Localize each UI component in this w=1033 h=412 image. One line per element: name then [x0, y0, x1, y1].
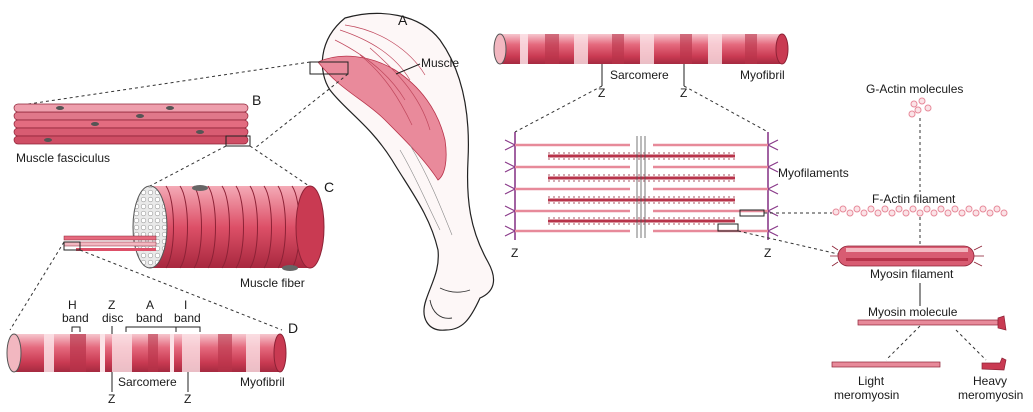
sarcomere-label-top: Sarcomere — [610, 68, 669, 82]
f-actin-label: F-Actin filament — [872, 192, 956, 206]
connector-b-c-right — [250, 146, 318, 192]
muscle-fiber-cylinder — [64, 185, 324, 271]
panel-letter-d: D — [288, 320, 298, 336]
muscle-fasciculus-label: Muscle fasciculus — [16, 151, 110, 165]
panel-letter-a: A — [398, 12, 408, 28]
fasciculus-bundle — [14, 104, 250, 146]
connector-myosin — [738, 231, 838, 254]
connector-heavy-meromyosin — [956, 330, 986, 360]
myosin-molecule-label: Myosin molecule — [868, 305, 958, 319]
g-actin-molecules — [909, 98, 931, 117]
myosin-filament-label: Myosin filament — [870, 267, 954, 281]
myosin-filament — [830, 246, 984, 266]
myofibril-label-d: Myofibril — [240, 375, 285, 389]
a-band-bracket — [126, 327, 176, 332]
connector-b-c-left — [150, 146, 226, 186]
connector-light-meromyosin — [886, 326, 920, 360]
extracted-myofibrils — [64, 236, 156, 251]
sarcomere-label-d: Sarcomere — [118, 375, 177, 389]
z-label-sarcomere-right: Z — [764, 246, 771, 260]
i-band-label-line2: band — [174, 311, 201, 325]
z-label-d-left: Z — [108, 392, 115, 406]
z-label-top-left: Z — [598, 86, 605, 100]
connector-a-b-top — [22, 62, 310, 105]
i-band-label-line1: I — [184, 298, 187, 312]
connector-c-d-left — [10, 242, 64, 330]
light-meromyosin-shape — [832, 362, 940, 367]
h-band-label-line2: band — [62, 311, 89, 325]
z-label-d-right: Z — [184, 392, 191, 406]
muscle-label: Muscle — [421, 56, 459, 70]
panel-letter-b: B — [252, 92, 261, 108]
light-meromyosin-label-line2: meromyosin — [834, 388, 899, 402]
light-meromyosin-label-line1: Light — [858, 374, 885, 388]
z-label-top-right: Z — [680, 86, 687, 100]
connector-sarcomere-right — [684, 86, 768, 132]
g-actin-label: G-Actin molecules — [866, 82, 963, 96]
connector-sarcomere-left — [515, 86, 602, 132]
a-band-label-line2: band — [136, 311, 163, 325]
myofibril-label-top: Myofibril — [740, 68, 785, 82]
i-band-bracket — [176, 327, 200, 332]
z-disc-label-line2: disc — [102, 311, 123, 325]
h-band-label-line1: H — [68, 298, 77, 312]
heavy-meromyosin-label-line1: Heavy — [973, 374, 1007, 388]
myofibril-bottom — [7, 334, 286, 372]
sarcomere-myofilaments — [505, 132, 778, 240]
h-band-bracket — [72, 327, 80, 332]
arm-illustration — [310, 13, 494, 330]
myofilaments-label: Myofilaments — [778, 166, 849, 180]
muscle-fiber-label: Muscle fiber — [240, 276, 305, 290]
a-band-label-line1: A — [146, 298, 154, 312]
heavy-meromyosin-label-line2: meromyosin — [958, 388, 1023, 402]
z-disc-label-line1: Z — [108, 298, 115, 312]
myofibril-top — [494, 34, 788, 64]
f-actin-filament — [833, 206, 1007, 216]
panel-letter-c: C — [324, 179, 334, 195]
z-label-sarcomere-left: Z — [511, 246, 518, 260]
